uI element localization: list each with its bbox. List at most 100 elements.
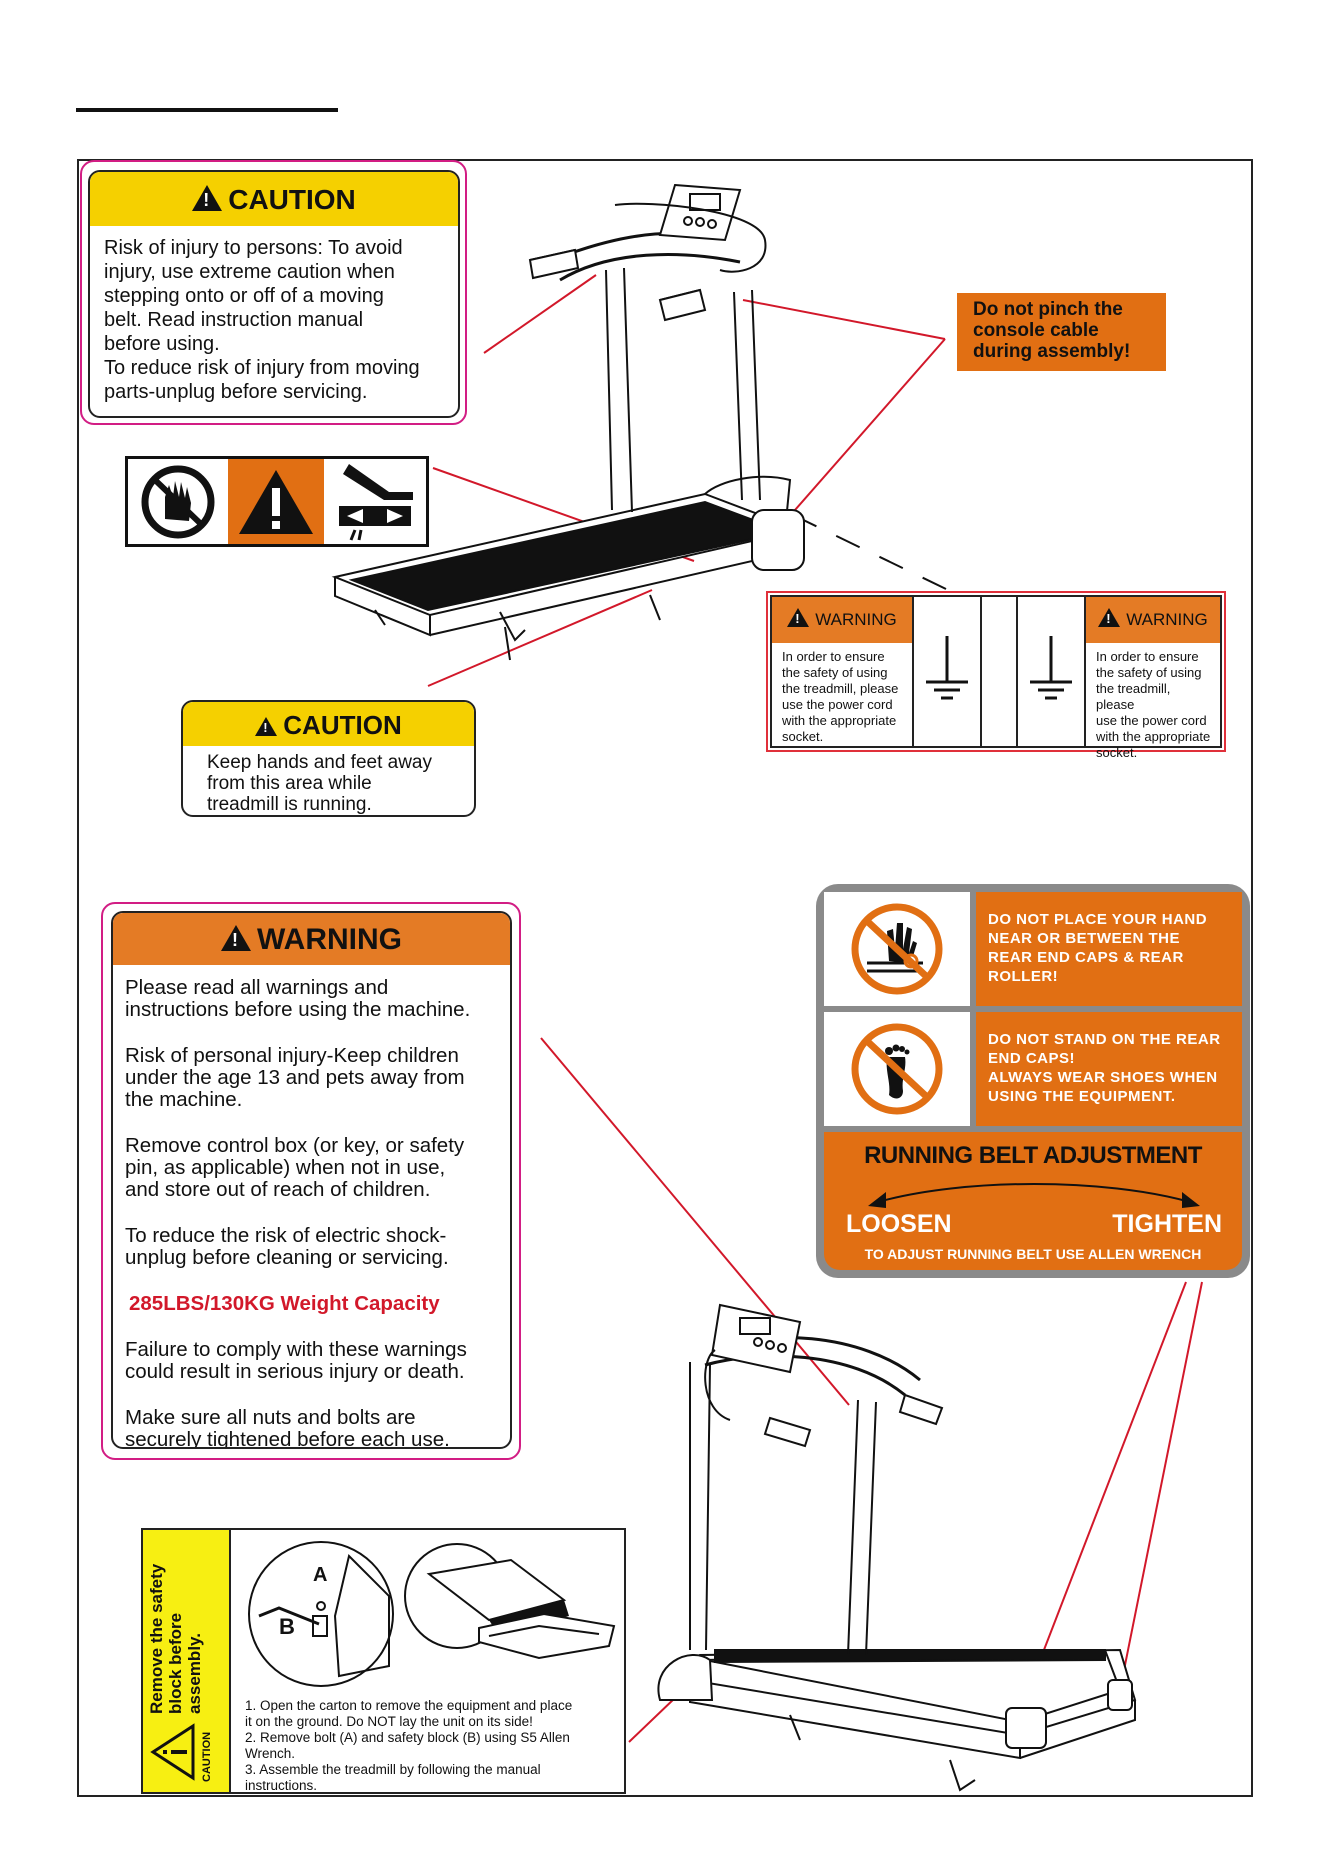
text-line: instructions before using the machine. <box>125 998 471 1021</box>
no-hand-icon <box>128 459 228 544</box>
belt-footer: TO ADJUST RUNNING BELT USE ALLEN WRENCH <box>864 1246 1202 1262</box>
text-line: use the power cord <box>1096 713 1207 728</box>
warning-paragraph: Make sure all nuts and bolts are securel… <box>125 1407 498 1448</box>
text-line: Failure to comply with these warnings <box>125 1338 467 1361</box>
text-line: stepping onto or off of a moving <box>104 285 384 307</box>
safety-block-side: Remove the safety block before assembly.… <box>143 1530 231 1792</box>
ground-right-header: WARNING <box>1086 597 1220 643</box>
loosen-label: LOOSEN <box>846 1210 952 1238</box>
ground-icon <box>926 635 968 699</box>
ground-right-text: In order to ensure the safety of using t… <box>1086 643 1220 761</box>
caution-top-outline <box>80 160 467 425</box>
text-line: To reduce the risk of electric shock- <box>125 1224 447 1247</box>
warning-triangle-icon <box>1098 608 1121 627</box>
ground-icon <box>1030 635 1072 699</box>
text-line: could result in serious injury or death. <box>125 1360 465 1383</box>
text-line: injury, use extreme caution when <box>104 261 395 283</box>
safety-block-label: Remove the safety block before assembly.… <box>141 1528 626 1794</box>
caution-top-label: CAUTION Risk of injury to persons: To av… <box>88 170 460 418</box>
ground-left-header: WARNING <box>772 597 912 643</box>
ground-symbol-right <box>1018 597 1086 746</box>
pictogram-strip <box>125 456 429 547</box>
ground-left-panel: WARNING In order to ensure the safety of… <box>772 597 914 746</box>
treadmill-top-drawing <box>331 183 805 661</box>
text-line: Wrench. <box>245 1746 296 1761</box>
warning-paragraph: Failure to comply with these warnings co… <box>125 1339 498 1383</box>
caution-top-header-text: CAUTION <box>228 184 356 215</box>
treadmill-bottom-drawing <box>657 1303 1137 1792</box>
text-line: unplug before cleaning or servicing. <box>125 1246 449 1269</box>
text-line: Keep hands and feet away <box>207 752 433 773</box>
text-line: USING THE EQUIPMENT. <box>988 1088 1176 1105</box>
ground-right-panel: WARNING In order to ensure the safety of… <box>1086 597 1220 760</box>
adjust-arrow-icon <box>868 1183 1200 1208</box>
text-line: socket. <box>782 729 824 744</box>
text-line: Do not pinch the <box>973 299 1123 320</box>
text-line: In order to ensure <box>1096 649 1199 664</box>
text-line: NEAR OR BETWEEN THE <box>988 930 1181 947</box>
warning-paragraph: Risk of personal injury-Keep children un… <box>125 1045 498 1111</box>
warning-triangle-icon <box>150 1723 195 1781</box>
caution-mid-label: CAUTION Keep hands and feet away from th… <box>181 700 476 817</box>
ground-symbol-left <box>914 597 982 746</box>
text-line: socket. <box>1096 745 1138 760</box>
text-line: Please read all warnings and <box>125 976 389 999</box>
ground-right-header-text: WARNING <box>1126 610 1208 629</box>
text-line: block before assembly. <box>166 1612 204 1714</box>
text-line: with the appropriate <box>782 713 897 728</box>
text-line: Remove the safety <box>147 1563 166 1714</box>
text-line: during assembly! <box>973 341 1131 362</box>
warning-paragraph: Please read all warnings and instruction… <box>125 977 498 1021</box>
no-hand-text: DO NOT PLACE YOUR HAND NEAR OR BETWEEN T… <box>976 892 1242 1006</box>
text-line: 3. Assemble the treadmill by following t… <box>245 1762 541 1777</box>
text-line: console cable <box>973 320 1099 341</box>
warning-paragraph: Remove control box (or key, or safety pi… <box>125 1135 498 1201</box>
safety-block-caution: CAUTION <box>201 1731 213 1782</box>
text-line: parts-unplug before servicing. <box>104 381 368 403</box>
safety-block-steps: 1. Open the carton to remove the equipme… <box>245 1698 572 1794</box>
text-line: the safety of using <box>782 665 888 680</box>
caution-top-header: CAUTION <box>90 172 458 226</box>
warning-main-header: WARNING <box>113 913 510 965</box>
text-line: DO NOT PLACE YOUR HAND <box>988 911 1208 928</box>
text-line: pin, as applicable) when not in use, <box>125 1156 446 1179</box>
text-line: DO NOT STAND ON THE REAR <box>988 1031 1221 1048</box>
ground-center-divider <box>982 597 1018 746</box>
warning-triangle-icon <box>192 185 223 211</box>
text-line: from this area while <box>207 773 372 794</box>
warning-main-outline <box>101 902 521 1460</box>
text-line: Risk of personal injury-Keep children <box>125 1044 459 1067</box>
weight-capacity: 285LBS/130KG Weight Capacity <box>129 1292 440 1315</box>
warning-paragraph: To reduce the risk of electric shock- un… <box>125 1225 498 1269</box>
ground-left-header-text: WARNING <box>815 610 897 629</box>
warning-triangle-icon <box>787 608 810 627</box>
text-line: use the power cord <box>782 697 893 712</box>
text-line: 1. Open the carton to remove the equipme… <box>245 1698 573 1713</box>
text-line: the safety of using <box>1096 665 1202 680</box>
safety-block-side-text: Remove the safety block before assembly. <box>147 1544 204 1714</box>
text-line: Risk of injury to persons: To avoid <box>104 237 403 259</box>
safety-block-content: A B 1. Open the carton to remove the equ… <box>231 1530 624 1794</box>
text-line: END CAPS! <box>988 1050 1076 1067</box>
warning-main-header-text: WARNING <box>257 923 402 956</box>
hazard-triangle-icon <box>228 459 324 544</box>
warning-main-label: WARNING Please read all warnings and ins… <box>111 911 512 1449</box>
text-line: ALWAYS WEAR SHOES WHEN <box>988 1069 1218 1086</box>
belt-adjustment-panel: RUNNING BELT ADJUSTMENT LOOSEN TIGHTEN T… <box>824 1132 1242 1270</box>
header-rule <box>76 108 338 112</box>
page-frame <box>77 159 1253 1797</box>
text-line: the machine. <box>125 1088 243 1111</box>
warning-triangle-icon <box>255 717 278 736</box>
caution-mid-header: CAUTION <box>183 702 474 746</box>
text-line: it on the ground. Do NOT lay the unit on… <box>245 1714 533 1729</box>
label-a: A <box>313 1564 328 1586</box>
warning-main-body: Please read all warnings and instruction… <box>113 965 510 1448</box>
no-hand-pictogram <box>824 892 970 1006</box>
text-line: belt. Read instruction manual <box>104 309 364 331</box>
warning-triangle-icon <box>221 925 251 951</box>
text-line: the treadmill, please <box>1096 681 1171 712</box>
no-hand-icon <box>851 903 943 995</box>
text-line: before using. <box>104 333 220 355</box>
text-line: To reduce risk of injury from moving <box>104 357 420 379</box>
console-cable-note: Do not pinch the console cable during as… <box>957 293 1166 371</box>
